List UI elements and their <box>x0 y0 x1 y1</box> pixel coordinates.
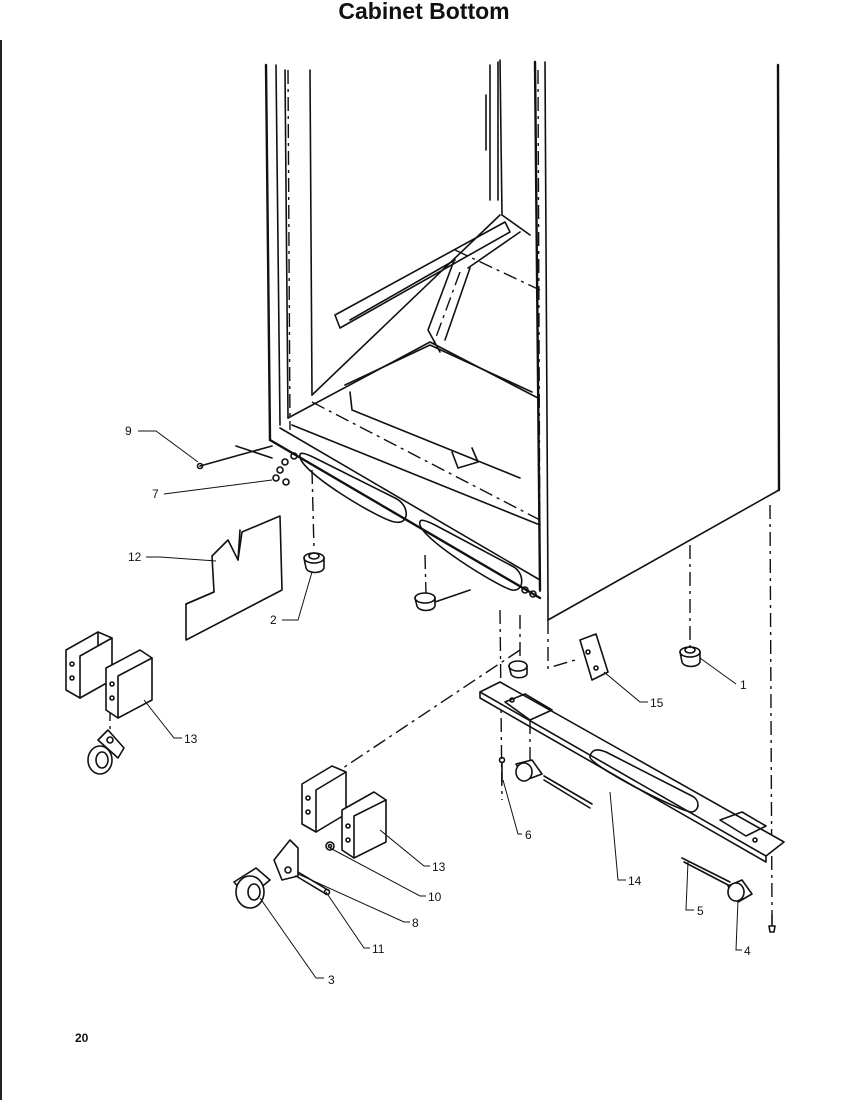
callout-8: 8 <box>412 916 419 930</box>
part-4-bushing <box>727 879 753 903</box>
callout-2: 2 <box>270 613 277 627</box>
part-14-front-rail <box>479 681 785 863</box>
callout-labels: 1 2 3 4 5 6 7 8 9 10 11 12 13 13 14 15 <box>125 424 751 987</box>
cabinet-body <box>264 59 781 621</box>
part-8-roller-bracket <box>273 839 299 881</box>
callout-1: 1 <box>740 678 747 692</box>
part-9-screw <box>196 445 273 470</box>
callout-15: 15 <box>650 696 664 710</box>
part-5-rod <box>681 857 731 887</box>
part-10-nut <box>325 841 335 851</box>
part-3-front-roller <box>233 867 271 909</box>
rear-screw <box>768 914 776 933</box>
callout-12: 12 <box>128 550 142 564</box>
callout-13-right: 13 <box>432 860 446 874</box>
callout-10: 10 <box>428 890 442 904</box>
callout-5: 5 <box>697 904 704 918</box>
callout-14: 14 <box>628 874 642 888</box>
callout-6: 6 <box>525 828 532 842</box>
part-13-roller-bracket-left <box>65 631 153 719</box>
part-7-clips <box>272 466 290 486</box>
part-15-mounting-plate <box>579 633 609 681</box>
part-13-roller-bracket-right <box>301 765 387 859</box>
part-6-screw <box>498 756 506 783</box>
left-roller <box>87 729 125 775</box>
callout-13-left: 13 <box>184 732 198 746</box>
callout-9: 9 <box>125 424 132 438</box>
callout-leaders <box>138 430 742 979</box>
leveling-leg-2 <box>303 552 325 574</box>
assembly-centerlines <box>109 69 773 916</box>
leveling-leg-front <box>508 660 528 679</box>
page-title: Cabinet Bottom <box>338 0 510 24</box>
part-12-insulation-panel <box>185 515 283 641</box>
rail-bushing-left <box>515 759 593 809</box>
page-number: 20 <box>75 1031 89 1045</box>
callout-4: 4 <box>744 944 751 958</box>
leveling-leg-1 <box>679 646 701 668</box>
leveling-leg-center <box>414 589 471 612</box>
callout-3: 3 <box>328 973 335 987</box>
callout-11: 11 <box>372 942 385 956</box>
page-left-border <box>0 40 2 1100</box>
callout-7: 7 <box>152 487 159 501</box>
